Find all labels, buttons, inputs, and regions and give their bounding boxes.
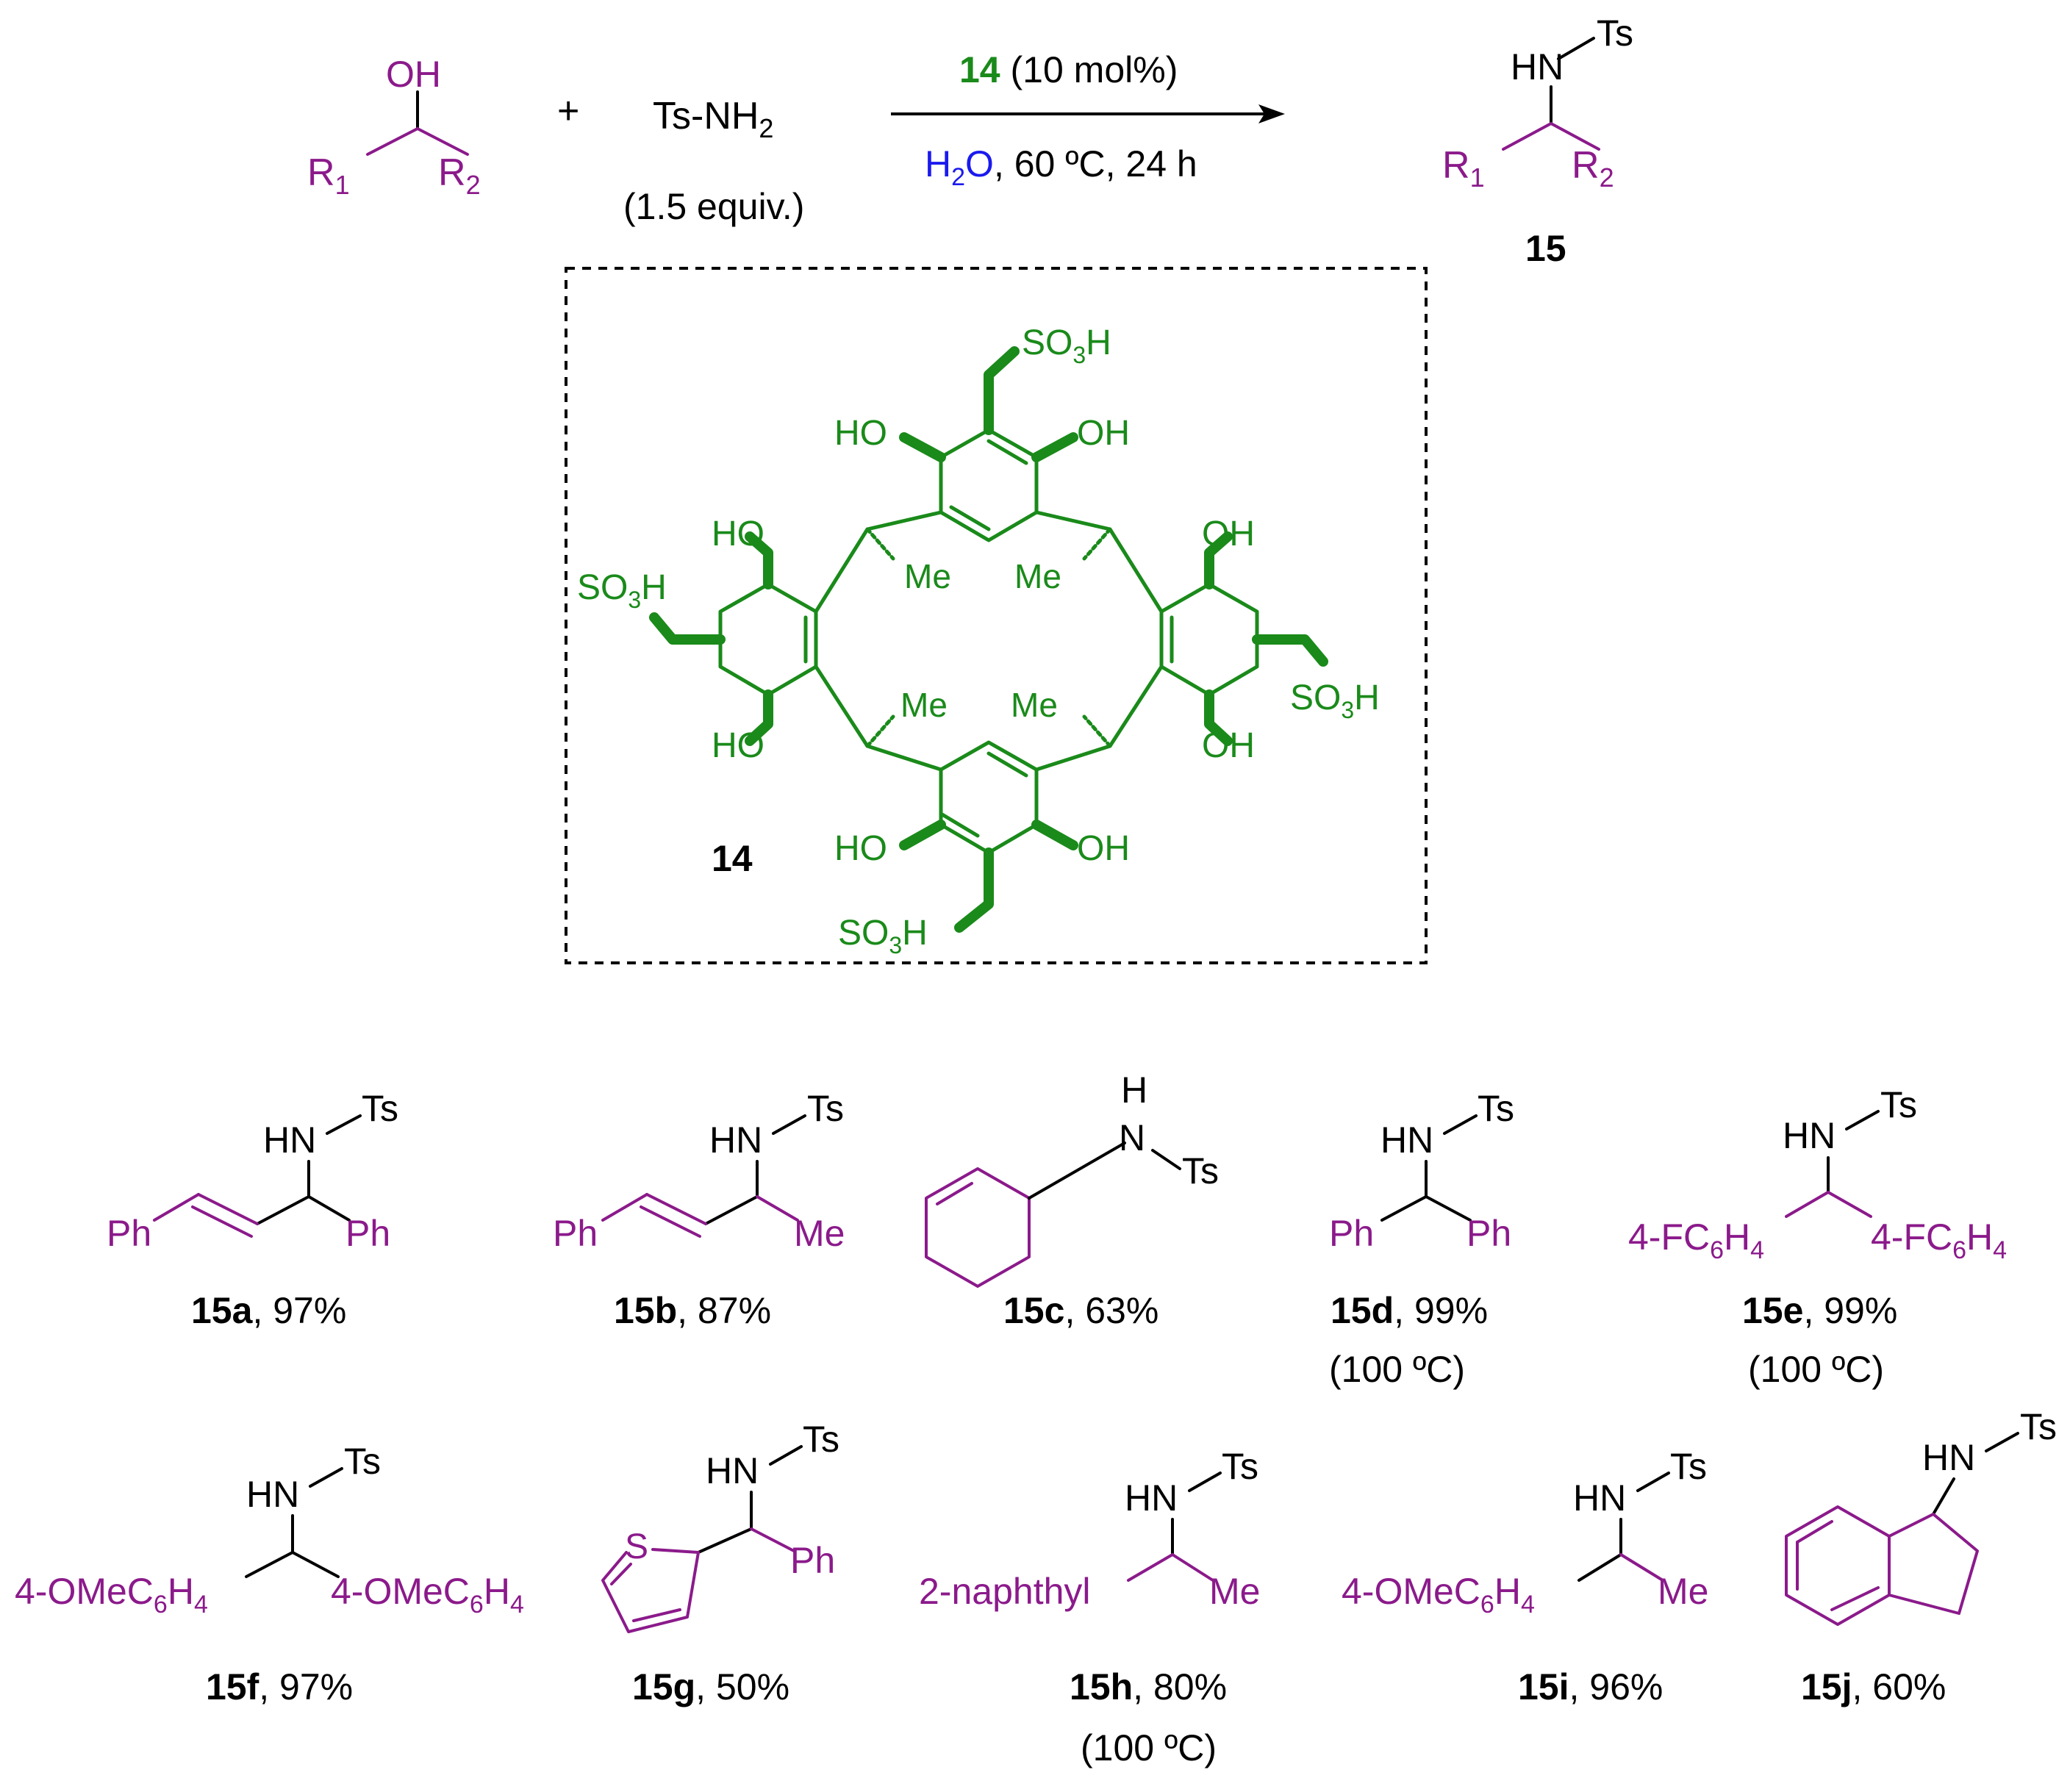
svg-text:4-OMeC6H4: 4-OMeC6H4 xyxy=(15,1571,208,1619)
product-15e: HN Ts 4-FC6H4 4-FC6H4 15e, 99% (100 ºC) xyxy=(1628,1084,2007,1390)
solvent-conditions: H2O, 60 ºC, 24 h xyxy=(925,143,1197,191)
svg-text:S: S xyxy=(625,1527,648,1566)
svg-text:Ph: Ph xyxy=(1466,1213,1511,1254)
svg-text:Ts: Ts xyxy=(2020,1406,2057,1447)
reactant-sulfonamide: Ts-NH2 (1.5 equiv.) xyxy=(623,95,804,227)
svg-text:(100 ºC): (100 ºC) xyxy=(1748,1349,1884,1390)
svg-text:(100 ºC): (100 ºC) xyxy=(1081,1727,1217,1768)
product-ts: Ts xyxy=(1597,12,1633,54)
product-15c: H N Ts 15c, 63% xyxy=(925,1069,1219,1331)
product-15g: HN Ts Ph S 15g, 50% xyxy=(601,1419,839,1707)
svg-text:HN: HN xyxy=(1380,1119,1433,1161)
svg-text:Ph: Ph xyxy=(107,1213,151,1254)
oh-right-top: OH xyxy=(1202,515,1255,553)
reactant-alcohol: OH R1 R2 xyxy=(307,54,481,200)
product-caption-15e: 15e, 99% xyxy=(1742,1290,1897,1331)
svg-text:4-FC6H4: 4-FC6H4 xyxy=(1628,1216,1764,1264)
product-caption-15c: 15c, 63% xyxy=(1003,1290,1158,1331)
svg-text:HN: HN xyxy=(263,1119,316,1161)
me-top-right: Me xyxy=(1014,557,1061,595)
product-general: HN Ts R1 R2 15 xyxy=(1442,12,1633,269)
ho-left-bottom: HO xyxy=(712,726,764,765)
product-15h: HN Ts 2-naphthyl Me 15h, 80% (100 ºC) xyxy=(919,1446,1260,1768)
product-caption-15g: 15g, 50% xyxy=(632,1666,789,1707)
oh-top-right: OH xyxy=(1077,414,1130,453)
product-caption-15b: 15b, 87% xyxy=(614,1290,771,1331)
so3h-right: SO3H xyxy=(1290,678,1380,723)
svg-text:Me: Me xyxy=(1658,1571,1708,1612)
product-r2: R2 xyxy=(1572,144,1614,193)
svg-text:HN: HN xyxy=(1922,1437,1975,1478)
oh-right-bottom: OH xyxy=(1202,726,1255,765)
product-caption-15f: 15f, 97% xyxy=(206,1666,353,1707)
me-top-left: Me xyxy=(904,557,951,595)
product-r1: R1 xyxy=(1442,144,1485,193)
svg-text:Ts: Ts xyxy=(1222,1446,1258,1487)
svg-text:4-OMeC6H4: 4-OMeC6H4 xyxy=(331,1571,524,1619)
svg-text:HN: HN xyxy=(1783,1115,1836,1156)
r1-label: R1 xyxy=(307,151,350,200)
svg-text:HN: HN xyxy=(246,1474,299,1515)
svg-text:Ts: Ts xyxy=(1478,1088,1514,1129)
svg-text:Ph: Ph xyxy=(1329,1213,1374,1254)
svg-text:H: H xyxy=(1121,1069,1147,1111)
me-bottom-right: Me xyxy=(1011,686,1058,724)
svg-text:Ts: Ts xyxy=(803,1419,839,1460)
product-caption-15d: 15d, 99% xyxy=(1331,1290,1488,1331)
product-caption-15a: 15a, 97% xyxy=(191,1290,346,1331)
ho-bottom-left: HO xyxy=(834,829,887,868)
svg-text:HN: HN xyxy=(709,1119,762,1161)
svg-text:Ts: Ts xyxy=(807,1088,844,1129)
product-label: 15 xyxy=(1525,228,1566,269)
reaction-conditions: 14 (10 mol%) H2O, 60 ºC, 24 h xyxy=(891,49,1285,191)
plus-sign: + xyxy=(557,90,579,132)
product-caption-15j: 15j, 60% xyxy=(1801,1666,1946,1707)
me-bottom-left: Me xyxy=(900,686,948,724)
svg-text:Ts: Ts xyxy=(1880,1084,1917,1125)
ho-top-left: HO xyxy=(834,414,887,453)
svg-text:HN: HN xyxy=(1125,1477,1178,1519)
svg-text:Me: Me xyxy=(794,1213,845,1254)
product-15i: HN Ts 4-OMeC6H4 Me 15i, 96% xyxy=(1342,1446,1708,1707)
svg-text:HN: HN xyxy=(1573,1477,1626,1519)
ho-left-top: HO xyxy=(712,515,764,553)
svg-text:Ph: Ph xyxy=(790,1540,835,1581)
hydroxyl-label: OH xyxy=(386,54,441,95)
svg-text:Ts: Ts xyxy=(344,1441,381,1482)
svg-text:4-FC6H4: 4-FC6H4 xyxy=(1871,1216,2007,1264)
arrow-head xyxy=(1258,104,1285,123)
product-15j: HN Ts 15j, 60% xyxy=(1785,1406,2057,1707)
svg-text:Ph: Ph xyxy=(553,1213,598,1254)
so3h-left: SO3H xyxy=(577,568,667,613)
product-15f: HN Ts 4-OMeC6H4 4-OMeC6H4 15f, 97% xyxy=(15,1441,524,1707)
product-15d: HN Ts Ph Ph 15d, 99% (100 ºC) xyxy=(1329,1088,1514,1390)
oh-bottom-right: OH xyxy=(1077,829,1130,868)
svg-text:Me: Me xyxy=(1209,1571,1260,1612)
amine-equiv: (1.5 equiv.) xyxy=(623,186,804,227)
catalyst-loading: 14 (10 mol%) xyxy=(959,49,1178,90)
svg-text:Ts: Ts xyxy=(1182,1150,1219,1191)
product-caption-15i: 15i, 96% xyxy=(1518,1666,1663,1707)
catalyst-label: 14 xyxy=(712,838,753,879)
r2-label: R2 xyxy=(438,151,481,200)
svg-text:HN: HN xyxy=(706,1450,759,1491)
svg-text:2-naphthyl: 2-naphthyl xyxy=(919,1571,1091,1612)
product-15b: HN Ts Ph Me 15b, 87% xyxy=(553,1088,845,1331)
svg-text:(100 ºC): (100 ºC) xyxy=(1329,1349,1465,1390)
svg-text:Ph: Ph xyxy=(345,1213,390,1254)
product-hn: HN xyxy=(1511,46,1564,87)
svg-text:Ts: Ts xyxy=(362,1088,398,1129)
amine-label: Ts-NH2 xyxy=(653,95,773,143)
so3h-bottom: SO3H xyxy=(838,914,928,958)
svg-text:Ts: Ts xyxy=(1670,1446,1707,1487)
svg-text:N: N xyxy=(1119,1117,1145,1158)
product-15a: HN Ts Ph Ph 15a, 97% xyxy=(107,1088,398,1331)
svg-text:4-OMeC6H4: 4-OMeC6H4 xyxy=(1342,1571,1535,1619)
catalyst-structure-14: SO3H HO OH HO SO3H HO Me Me Me Me OH SO3… xyxy=(577,323,1380,958)
so3h-top: SO3H xyxy=(1022,323,1111,368)
product-caption-15h: 15h, 80% xyxy=(1070,1666,1227,1707)
